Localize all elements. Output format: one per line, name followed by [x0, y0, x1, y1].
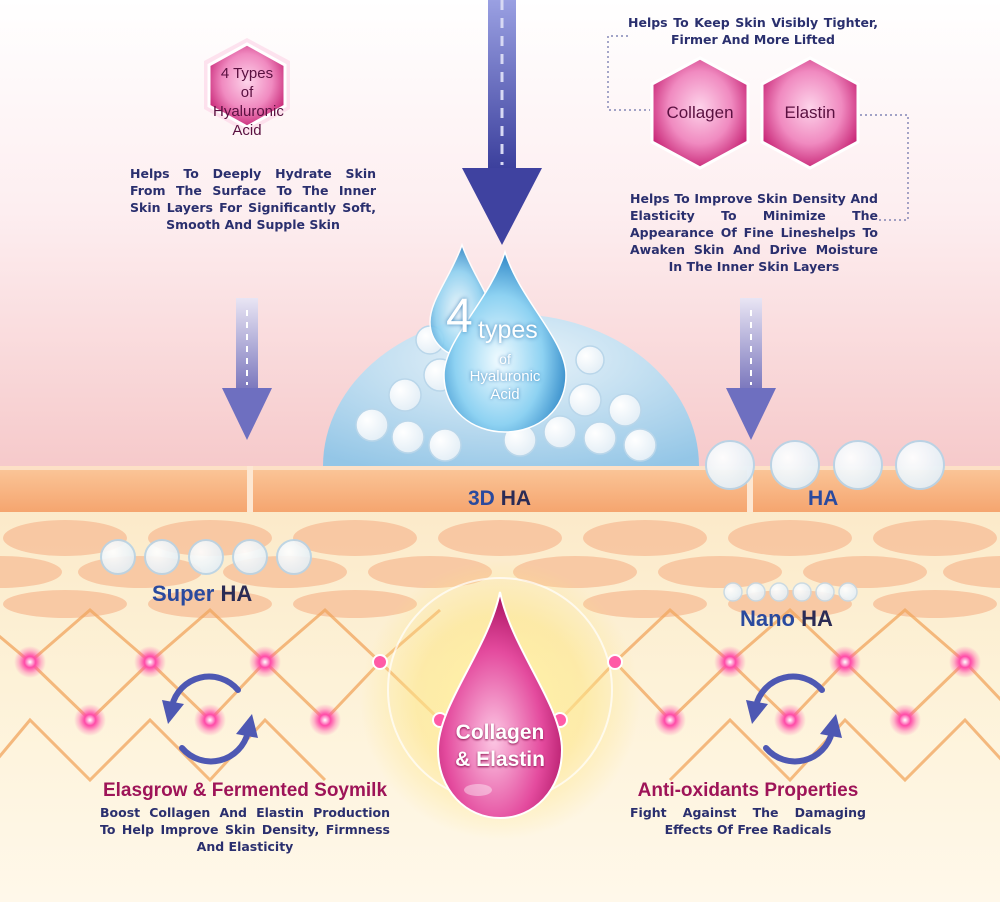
collagen-drop-line2: & Elastin: [455, 748, 545, 771]
density-description: Helps To Improve Skin Density And Elasti…: [630, 191, 878, 274]
drop-word-acid: Acid: [490, 386, 520, 403]
firmness-caption: Helps To Keep Skin Visibly Tighter, Firm…: [628, 15, 878, 47]
soymilk-description: Boost Collagen And Elastin Production To…: [100, 805, 390, 854]
soymilk-title: Elasgrow & Fermented Soymilk: [102, 780, 388, 801]
hyaluronic-description: Helps To Deeply Hydrate Skin From The Su…: [130, 166, 376, 232]
label-ha: HA: [808, 487, 838, 511]
label-super-ha-base: HA: [220, 581, 253, 606]
collagen-hex-label: Collagen: [666, 103, 734, 122]
label-3d-ha-highlight: 3D: [468, 487, 495, 510]
label-nano-ha: Nano HA: [740, 606, 833, 632]
elastin-hex-label: Elastin: [784, 103, 836, 122]
label-3d-ha: 3D HA: [468, 487, 531, 511]
label-ha-base: HA: [808, 487, 839, 510]
drop-word-hyaluronic: Hyaluronic: [469, 368, 541, 385]
drop-word-types: types: [478, 316, 538, 344]
drop-number: 4: [446, 290, 473, 343]
label-super-ha: Super HA: [152, 581, 252, 607]
antioxidant-description: Fight Against The Damaging Effects Of Fr…: [630, 805, 866, 837]
collagen-drop-line1: Collagen: [455, 721, 545, 744]
label-nano-ha-highlight: Nano: [740, 606, 795, 631]
label-super-ha-highlight: Super: [152, 581, 215, 606]
label-3d-ha-base: HA: [500, 487, 532, 510]
drop-word-of: of: [499, 351, 511, 367]
antioxidant-title: Anti-oxidants Properties: [637, 780, 859, 801]
hyaluronic-hex-label: 4 Types of Hyaluronic Acid: [213, 65, 284, 139]
label-nano-ha-base: HA: [801, 606, 833, 631]
